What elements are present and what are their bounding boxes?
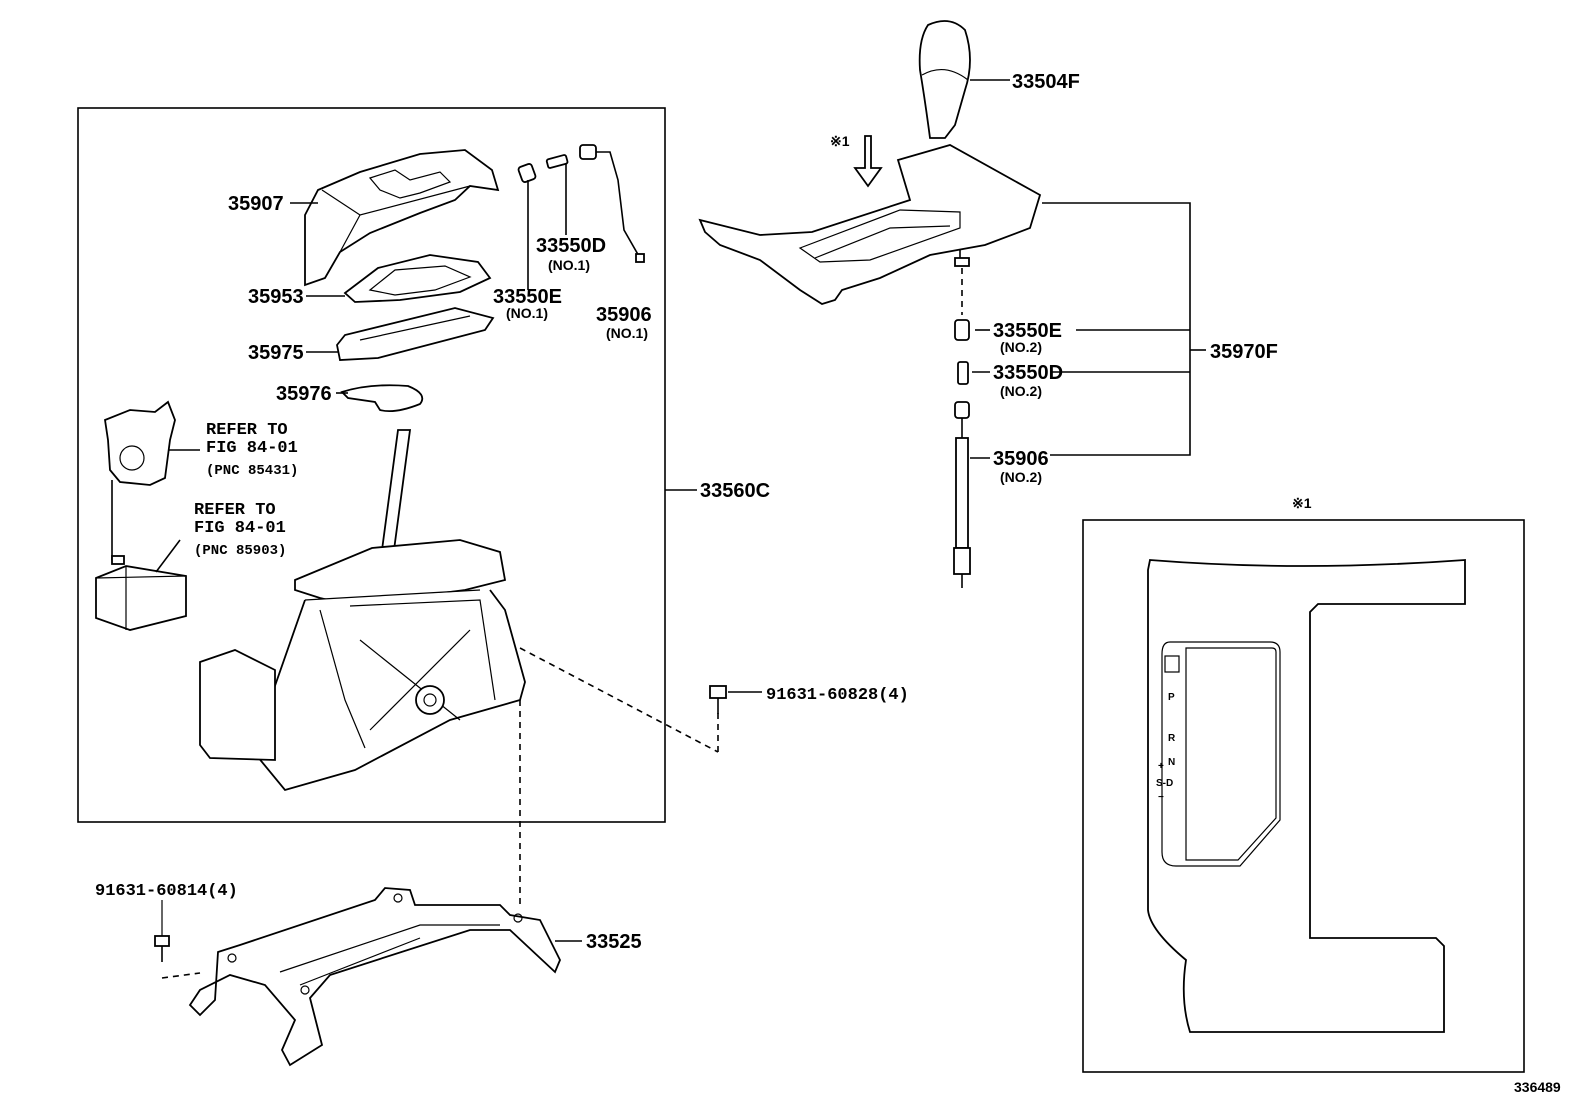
part-ecu-box-drawing xyxy=(95,565,187,631)
label-35907: 35907 xyxy=(228,193,284,215)
part-bolt-91631-60828-drawing xyxy=(709,685,727,714)
label-35976: 35976 xyxy=(276,383,332,405)
label-33550e-no1: 33550E xyxy=(493,286,562,308)
note-mark-box: ※1 xyxy=(1292,495,1312,511)
label-33550e-no2: 33550E xyxy=(993,320,1062,342)
gear-minus: − xyxy=(1158,792,1164,803)
part-shift-knob-33504f-drawing xyxy=(918,20,971,139)
label-35906-no2-sub: (NO.2) xyxy=(1000,469,1042,485)
label-33550e-no2-sub: (NO.2) xyxy=(1000,339,1042,355)
part-33550e-no1-drawing xyxy=(517,163,537,183)
label-33550d-no2: 33550D xyxy=(993,362,1063,384)
label-33525: 33525 xyxy=(586,931,642,953)
refer-85431-line1: REFER TO xyxy=(206,421,288,440)
part-console-panel-drawing xyxy=(698,144,1042,305)
label-33550e-no1-sub: (NO.1) xyxy=(506,305,548,321)
label-35970f: 35970F xyxy=(1210,341,1278,363)
note-mark-arrow: ※1 xyxy=(830,133,850,149)
detail-console-outline-drawing xyxy=(1147,559,1466,1033)
label-35953: 35953 xyxy=(248,286,304,308)
gear-p: P xyxy=(1168,692,1175,703)
label-91631-60828: 91631-60828(4) xyxy=(766,686,909,705)
part-shift-lever-assembly-drawing xyxy=(199,429,526,792)
part-35906-no1-drawing xyxy=(579,144,645,263)
detail-view-frame xyxy=(1082,519,1525,1073)
label-33504f: 33504F xyxy=(1012,71,1080,93)
refer-85431-line2: FIG 84-01 xyxy=(206,439,298,458)
part-35906-no2-drawing xyxy=(953,401,971,588)
label-91631-60814: 91631-60814(4) xyxy=(95,882,238,901)
gear-sd: S-D xyxy=(1156,778,1173,789)
part-35907-cover-drawing xyxy=(304,149,500,287)
label-35906-no1: 35906 xyxy=(596,304,652,326)
view-arrow-icon xyxy=(853,135,883,188)
label-33560c: 33560C xyxy=(700,480,770,502)
assembly-frame-33560c xyxy=(77,107,666,823)
part-35975-slide-drawing xyxy=(336,307,495,361)
part-35953-gate-drawing xyxy=(343,254,492,303)
refer-85903-line1: REFER TO xyxy=(194,501,276,520)
part-bolt-91631-60814-drawing xyxy=(154,900,170,962)
gear-r: R xyxy=(1168,733,1176,744)
part-33550d-no2-drawing xyxy=(957,361,969,385)
label-35906-no1-sub: (NO.1) xyxy=(606,325,648,341)
label-35906-no2: 35906 xyxy=(993,448,1049,470)
gear-plus: + xyxy=(1158,761,1164,772)
gear-n: N xyxy=(1168,757,1175,768)
label-33550d-no1: 33550D xyxy=(536,235,606,257)
part-bracket-33525-drawing xyxy=(188,887,561,1067)
part-shift-lock-unit-drawing xyxy=(104,400,176,565)
refer-85903-line2: FIG 84-01 xyxy=(194,519,286,538)
part-35976-disc-drawing xyxy=(340,384,424,413)
part-33550e-no2-drawing xyxy=(954,319,970,341)
refer-85903-line3: (PNC 85903) xyxy=(194,543,286,559)
label-33550d-no1-sub: (NO.1) xyxy=(548,257,590,273)
figure-id: 336489 xyxy=(1514,1079,1561,1095)
label-33550d-no2-sub: (NO.2) xyxy=(1000,383,1042,399)
part-33550d-no1-drawing xyxy=(545,154,569,169)
refer-85431-line3: (PNC 85431) xyxy=(206,463,298,479)
label-35975: 35975 xyxy=(248,342,304,364)
